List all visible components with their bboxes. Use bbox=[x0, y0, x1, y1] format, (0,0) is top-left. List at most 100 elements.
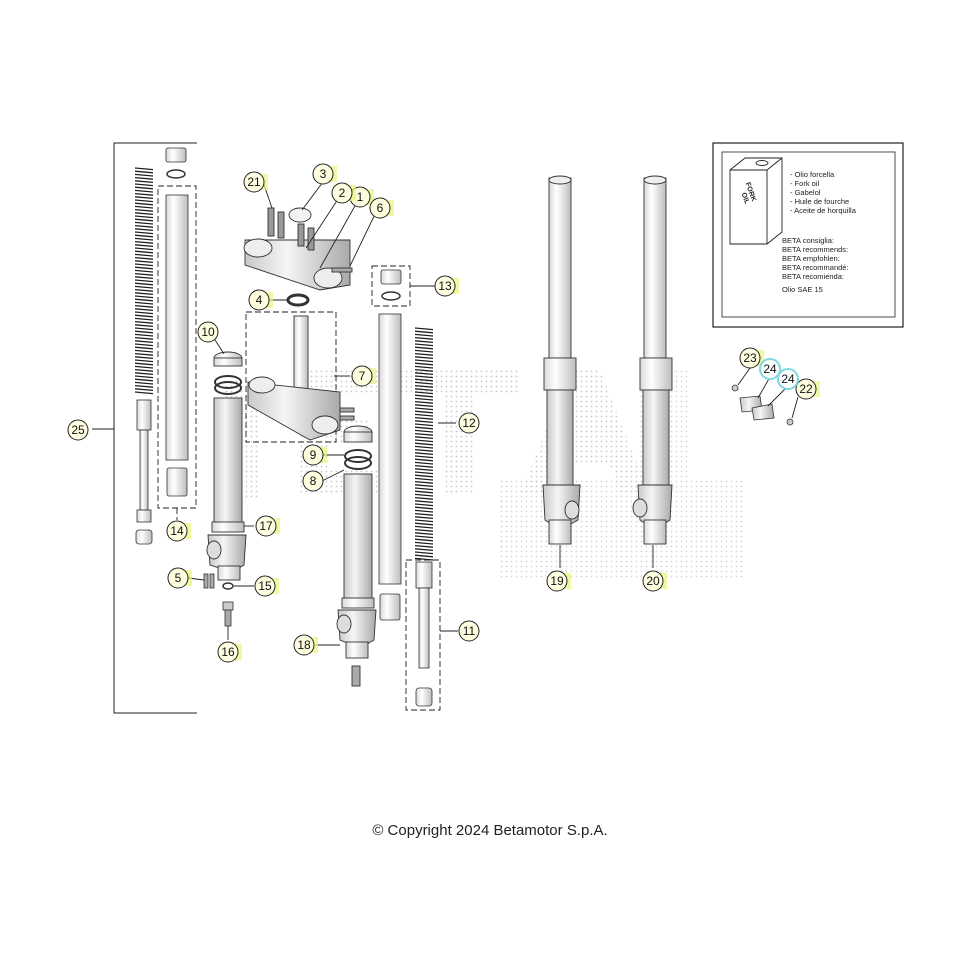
callout-24: 24 bbox=[759, 358, 781, 380]
callout-22: 22 bbox=[795, 378, 820, 400]
callout-label: 13 bbox=[438, 279, 452, 293]
callout-15: 15 bbox=[254, 575, 279, 597]
callout-circle bbox=[759, 358, 781, 380]
callout-17: 17 bbox=[255, 515, 280, 537]
callout-circle bbox=[351, 365, 373, 387]
callout-label: 20 bbox=[646, 574, 660, 588]
callout-21: 21 bbox=[243, 171, 268, 193]
callout-12: 12 bbox=[458, 412, 480, 434]
callout-20: 20 bbox=[642, 570, 667, 592]
callout-circle bbox=[217, 641, 239, 663]
callout-label: 21 bbox=[247, 175, 261, 189]
oil-can-icon bbox=[729, 157, 783, 245]
callout-circle bbox=[302, 470, 324, 492]
recommends-fr: BETA recommandé: bbox=[782, 263, 849, 272]
recommends-it: BETA consiglia: bbox=[782, 236, 834, 245]
callout-circle bbox=[166, 520, 188, 542]
group-box-14 bbox=[157, 185, 197, 520]
washer-4 bbox=[286, 293, 310, 307]
callout-label: 2 bbox=[339, 186, 346, 200]
callout-label: 23 bbox=[743, 351, 757, 365]
callout-circle bbox=[67, 419, 89, 441]
callout-7: 7 bbox=[351, 365, 376, 387]
callout-label: 18 bbox=[297, 638, 311, 652]
callout-label: 17 bbox=[259, 519, 273, 533]
callout-2: 2 bbox=[331, 182, 356, 204]
callout-circle bbox=[312, 163, 334, 185]
callout-9: 9 bbox=[302, 444, 327, 466]
top-cap-left bbox=[165, 147, 187, 179]
callout-25: 25 bbox=[67, 419, 89, 441]
group-box-11 bbox=[405, 559, 441, 711]
fork-leg-20 bbox=[632, 175, 673, 545]
fork-leg-19 bbox=[542, 175, 581, 545]
callout-label: 5 bbox=[175, 571, 182, 585]
assembly-bracket-25 bbox=[92, 142, 197, 714]
oil-name-es: - Aceite de horquilla bbox=[790, 206, 857, 215]
callout-circle bbox=[546, 570, 568, 592]
callout-11: 11 bbox=[458, 620, 480, 642]
callout-label: 19 bbox=[550, 574, 564, 588]
callout-circle bbox=[243, 171, 265, 193]
washer-15 bbox=[222, 582, 234, 590]
callout-label: 10 bbox=[201, 325, 215, 339]
triple-clamp-lower bbox=[247, 315, 355, 441]
callout-label: 7 bbox=[359, 369, 366, 383]
oil-name-fr: - Huile de fourche bbox=[790, 197, 849, 206]
callout-circle bbox=[293, 634, 315, 656]
callout-circle bbox=[458, 620, 480, 642]
callout-label: 3 bbox=[320, 167, 327, 181]
callout-5: 5 bbox=[167, 567, 192, 589]
callout-circle bbox=[167, 567, 189, 589]
callout-13: 13 bbox=[434, 275, 459, 297]
spring-12 bbox=[414, 327, 434, 561]
callout-circle bbox=[739, 347, 761, 369]
oil-name-en: - Fork oil bbox=[790, 179, 820, 188]
callout-24: 24 bbox=[777, 368, 799, 390]
clip-parts bbox=[731, 384, 794, 426]
callout-label: 6 bbox=[377, 201, 384, 215]
callout-16: 16 bbox=[217, 641, 242, 663]
callout-circle bbox=[331, 182, 353, 204]
inner-tube-middle bbox=[378, 313, 402, 621]
cartridge-rod-left bbox=[135, 399, 153, 545]
callout-label: 25 bbox=[71, 423, 85, 437]
recommends-en: BETA recommends: bbox=[782, 245, 848, 254]
triple-clamp-top bbox=[243, 207, 353, 291]
callout-circle bbox=[458, 412, 480, 434]
callout-circle bbox=[254, 575, 276, 597]
callout-circle bbox=[795, 378, 817, 400]
callout-8: 8 bbox=[302, 470, 324, 492]
callout-3: 3 bbox=[312, 163, 337, 185]
callout-4: 4 bbox=[248, 289, 273, 311]
group-box-7 bbox=[245, 311, 337, 443]
top-cap-13 bbox=[380, 269, 402, 301]
spring-left bbox=[134, 167, 154, 395]
oil-name-de: - Gabelol bbox=[790, 188, 821, 197]
recommends-es: BETA recomienda: bbox=[782, 272, 844, 281]
callout-circle bbox=[369, 197, 391, 219]
callout-circle bbox=[642, 570, 664, 592]
bolt-16 bbox=[222, 601, 234, 627]
callout-label: 11 bbox=[463, 624, 476, 638]
callout-label: 4 bbox=[256, 293, 263, 307]
callout-6: 6 bbox=[369, 197, 394, 219]
callout-label: 15 bbox=[258, 579, 272, 593]
callout-label: 22 bbox=[799, 382, 813, 396]
callout-label: 14 bbox=[170, 524, 184, 538]
callout-circle bbox=[434, 275, 456, 297]
callout-circle bbox=[255, 515, 277, 537]
callout-circle bbox=[248, 289, 270, 311]
fork-oil-info-box: FORK OIL - Olio forcella - Fork oil - Ga… bbox=[712, 142, 904, 328]
seals-10 bbox=[213, 351, 243, 395]
callout-23: 23 bbox=[739, 347, 764, 369]
copyright-notice: © Copyright 2024 Betamotor S.p.A. bbox=[372, 822, 608, 839]
callout-label: 8 bbox=[310, 474, 317, 488]
callout-circle bbox=[197, 321, 219, 343]
cartridge-rod-11 bbox=[415, 561, 433, 707]
inner-tube-14 bbox=[165, 194, 189, 497]
oil-name-it: - Olio forcella bbox=[790, 170, 835, 179]
can-label-2: OIL bbox=[740, 192, 751, 206]
